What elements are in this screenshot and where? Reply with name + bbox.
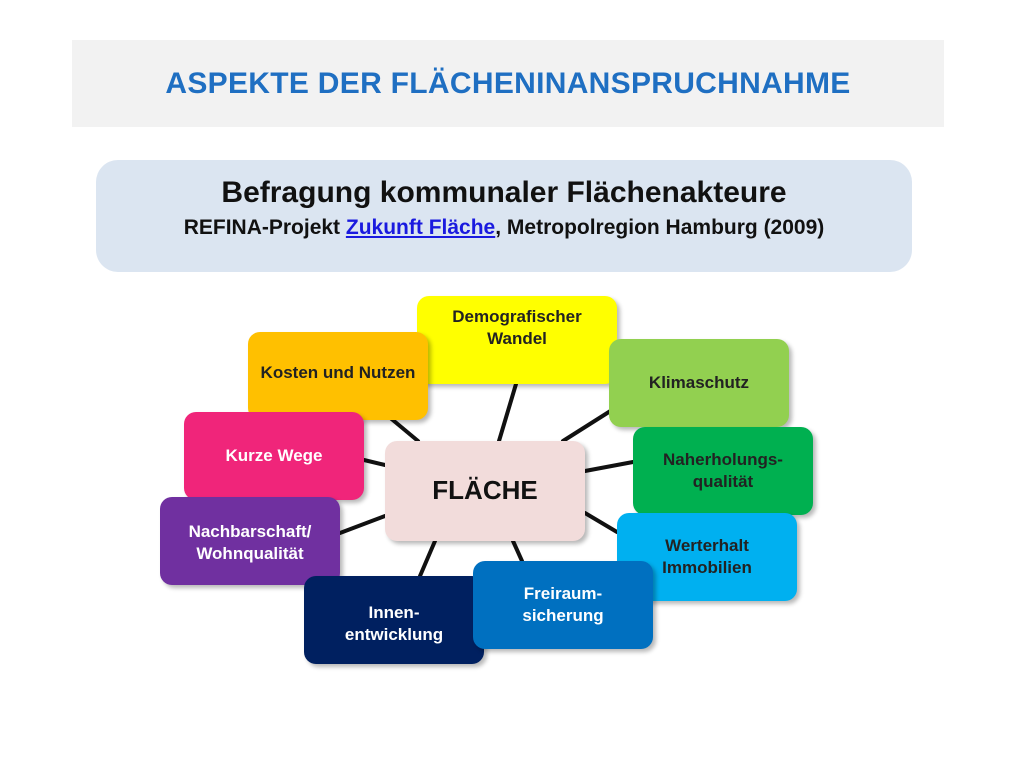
connector-freiraum (511, 539, 524, 563)
node-demografischer-wandel: Demografischer Wandel (417, 296, 617, 384)
node-klimaschutz: Klimaschutz (609, 339, 789, 427)
connector-klima (561, 408, 614, 443)
connector-demografie (497, 382, 518, 443)
title-bar: ASPEKTE DER FLÄCHENINANSPRUCHNAHME (72, 40, 944, 127)
project-line: REFINA-Projekt Zukunft Fläche, Metropolr… (96, 216, 912, 240)
node-flaeche-center: FLÄCHE (385, 441, 585, 541)
connector-nachbarschaft (338, 514, 387, 535)
node-freiraumsicherung: Freiraum- sicherung (473, 561, 653, 649)
node-nachbarschaft-wohnqualitaet: Nachbarschaft/ Wohnqualität (160, 497, 340, 585)
node-naherholungsqualitaet: Naherholungs- qualität (633, 427, 813, 515)
connector-werterhalt (583, 511, 619, 534)
node-kosten-und-nutzen: Kosten und Nutzen (248, 332, 428, 420)
connector-naherholung (583, 460, 635, 473)
node-kurze-wege: Kurze Wege (184, 412, 364, 500)
slide-title: ASPEKTE DER FLÄCHENINANSPRUCHNAHME (165, 66, 851, 100)
connector-kurze-wege (362, 458, 387, 467)
subtitle-box: Befragung kommunaler Flächenakteure REFI… (96, 160, 912, 272)
project-suffix: , Metropolregion Hamburg (2009) (495, 216, 825, 239)
project-prefix: REFINA-Projekt (183, 216, 346, 239)
survey-title: Befragung kommunaler Flächenakteure (221, 176, 787, 209)
node-innenentwicklung: Innen- entwicklung (304, 576, 484, 664)
connector-kosten (386, 414, 420, 443)
project-link[interactable]: Zukunft Fläche (345, 216, 496, 239)
connector-innen (418, 539, 437, 578)
